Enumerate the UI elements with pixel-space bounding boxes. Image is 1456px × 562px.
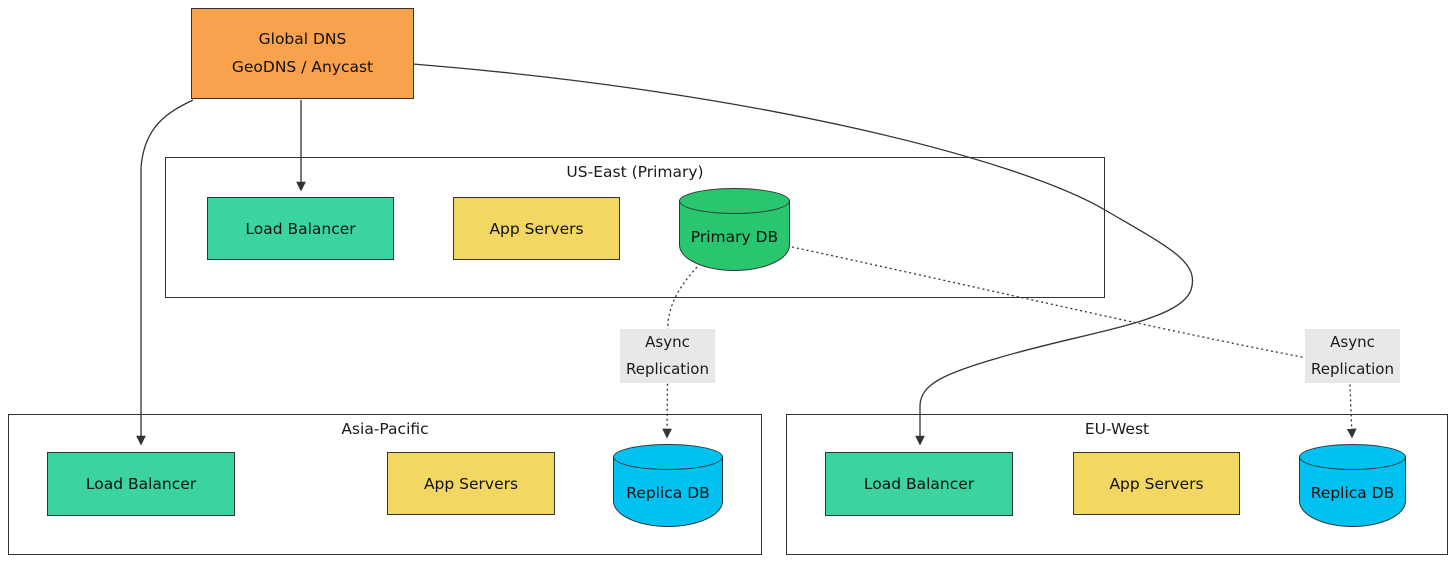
node-global-dns-line2: GeoDNS / Anycast — [231, 57, 374, 76]
region-asia-pacific: Asia-Pacific — [8, 414, 762, 555]
node-eu-replica-db: Replica DB — [1299, 444, 1406, 527]
node-ap-load-balancer: Load Balancer — [47, 452, 235, 516]
node-global-dns-line1: Global DNS — [258, 30, 347, 49]
region-eu-west-title: EU-West — [1084, 420, 1150, 438]
edge-label-async-replication-eu: Async Replication — [1305, 329, 1400, 383]
node-ap-load-balancer-label: Load Balancer — [85, 475, 197, 493]
ap-replica-db-cylinder-top — [613, 444, 723, 470]
node-useast-app-servers: App Servers — [453, 197, 620, 260]
node-eu-load-balancer-label: Load Balancer — [863, 475, 975, 493]
node-useast-load-balancer-label: Load Balancer — [245, 219, 356, 238]
edge-label-ap-line1: Async — [645, 333, 690, 351]
node-eu-app-servers-label: App Servers — [1109, 474, 1204, 493]
node-eu-replica-db-label: Replica DB — [1310, 484, 1395, 502]
node-ap-replica-db: Replica DB — [613, 444, 723, 527]
region-eu-west: EU-West — [786, 414, 1448, 555]
region-us-east-title: US-East (Primary) — [566, 163, 704, 181]
node-eu-app-servers: App Servers — [1073, 452, 1240, 515]
edge-label-eu-line1: Async — [1330, 333, 1375, 351]
primary-db-cylinder-top — [679, 188, 790, 214]
eu-replica-db-cylinder-top — [1299, 444, 1406, 470]
node-useast-load-balancer: Load Balancer — [207, 197, 394, 260]
edge-primarydb-to-ap-replica — [662, 266, 698, 439]
node-primary-db: Primary DB — [679, 188, 790, 271]
node-ap-app-servers: App Servers — [387, 452, 555, 515]
edge-primarydb-to-eu-replica — [791, 246, 1357, 439]
node-eu-load-balancer: Load Balancer — [825, 452, 1013, 516]
edge-dns-to-ap-lb — [136, 99, 194, 446]
edge-label-async-replication-ap: Async Replication — [620, 329, 715, 383]
edge-label-ap-line2: Replication — [625, 360, 709, 378]
edge-label-eu-line2: Replication — [1310, 360, 1394, 378]
node-ap-app-servers-label: App Servers — [423, 474, 519, 493]
node-useast-app-servers-label: App Servers — [489, 219, 584, 238]
node-primary-db-label: Primary DB — [690, 228, 779, 246]
region-asia-pacific-title: Asia-Pacific — [341, 420, 429, 438]
node-ap-replica-db-label: Replica DB — [626, 484, 710, 502]
edge-dns-to-eu-lb — [412, 63, 1194, 446]
node-global-dns: Global DNS GeoDNS / Anycast — [191, 8, 414, 99]
region-us-east: US-East (Primary) — [165, 157, 1105, 298]
